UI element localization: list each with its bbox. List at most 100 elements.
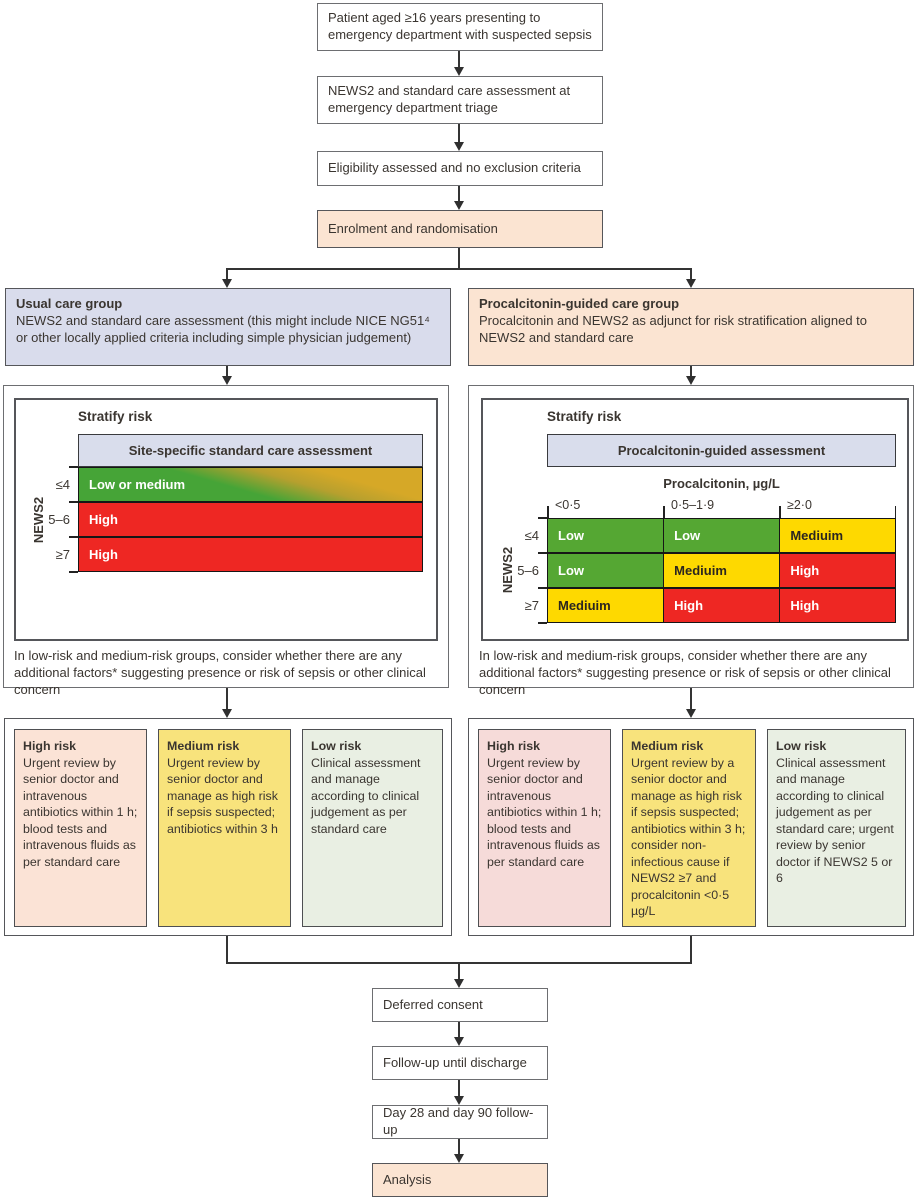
day-followup-text: Day 28 and day 90 follow-up xyxy=(383,1105,534,1137)
connector xyxy=(458,51,460,67)
usual-high-risk-box: High risk Urgent review by senior doctor… xyxy=(14,729,147,927)
patient-box: Patient aged ≥16 years presenting to eme… xyxy=(317,3,603,51)
tick xyxy=(663,506,665,518)
pct-cell-r0c0: Low xyxy=(548,519,663,553)
pct-panel-footnote: In low-risk and medium-risk groups, cons… xyxy=(479,648,891,697)
usual-stratify-inner-box: Stratify risk Site-specific standard car… xyxy=(14,398,438,641)
usual-medium-risk-title: Medium risk xyxy=(167,739,240,753)
tick xyxy=(894,506,896,518)
usual-outcomes-container: High risk Urgent review by senior doctor… xyxy=(4,718,452,936)
arrowhead-down-icon xyxy=(453,142,464,151)
tick xyxy=(69,536,78,538)
usual-table-header-band: Site-specific standard care assessment xyxy=(78,434,423,467)
pct-col-label-05-19: 0·5–1·9 xyxy=(671,498,715,512)
pct-low-risk-body: Clinical assessment and manage according… xyxy=(776,755,894,886)
usual-stratify-heading: Stratify risk xyxy=(78,409,153,424)
usual-care-group-description: NEWS2 and standard care assessment (this… xyxy=(16,312,430,345)
patient-box-text: Patient aged ≥16 years presenting to eme… xyxy=(328,10,592,42)
arrowhead-down-icon xyxy=(453,201,464,210)
pct-risk-matrix: Low Low Mediuim Low Mediuim High Mediuim… xyxy=(547,518,896,623)
usual-care-group-box: Usual care group NEWS2 and standard care… xyxy=(5,288,451,366)
pct-row-label-5-6: 5–6 xyxy=(517,563,539,578)
tick xyxy=(547,506,549,518)
tick xyxy=(69,501,78,503)
tick xyxy=(538,587,547,589)
connector xyxy=(458,248,460,268)
pct-low-risk-title: Low risk xyxy=(776,739,827,753)
connector xyxy=(458,1022,460,1037)
pct-axis-label-news2: NEWS2 xyxy=(500,546,515,594)
analysis-text: Analysis xyxy=(383,1171,432,1187)
assessment-box-text: NEWS2 and standard care assessment at em… xyxy=(328,83,571,115)
eligibility-box-text: Eligibility assessed and no exclusion cr… xyxy=(328,160,581,176)
pct-medium-risk-box: Medium risk Urgent review by a senior do… xyxy=(622,729,756,927)
pct-high-risk-box: High risk Urgent review by senior doctor… xyxy=(478,729,611,927)
connector xyxy=(226,688,228,709)
pct-cell-r1c2: High xyxy=(780,553,895,588)
usual-cell-low-or-medium: Low or medium xyxy=(79,468,422,502)
pct-stratify-inner-box: Stratify risk Procalcitonin-guided asses… xyxy=(481,398,909,641)
connector xyxy=(690,268,692,279)
usual-risk-table: Low or medium High High xyxy=(78,467,423,572)
deferred-consent-text: Deferred consent xyxy=(383,996,483,1012)
arrowhead-down-icon xyxy=(453,1154,464,1163)
usual-medium-risk-body: Urgent review by senior doctor and manag… xyxy=(167,755,278,836)
analysis-box: Analysis xyxy=(372,1163,548,1197)
connector xyxy=(226,936,228,964)
usual-high-risk-title: High risk xyxy=(23,739,77,753)
usual-care-group-title: Usual care group xyxy=(16,296,123,311)
enrolment-box-text: Enrolment and randomisation xyxy=(328,220,498,236)
usual-row-label-ge7: ≥7 xyxy=(55,547,70,562)
eligibility-box: Eligibility assessed and no exclusion cr… xyxy=(317,151,603,186)
usual-low-risk-body: Clinical assessment and manage according… xyxy=(311,755,421,836)
usual-panel-footnote: In low-risk and medium-risk groups, cons… xyxy=(14,648,426,697)
arrowhead-down-icon xyxy=(453,67,464,76)
pct-cell-r0c1: Low xyxy=(664,519,779,553)
assessment-box: NEWS2 and standard care assessment at em… xyxy=(317,76,603,124)
connector xyxy=(226,268,692,270)
arrowhead-down-icon xyxy=(685,709,696,718)
pct-high-risk-title: High risk xyxy=(487,739,541,753)
pct-col-label-ge20: ≥2·0 xyxy=(787,498,812,512)
followup-discharge-box: Follow-up until discharge xyxy=(372,1046,548,1080)
pct-care-group-description: Procalcitonin and NEWS2 as adjunct for r… xyxy=(479,312,868,345)
pct-stratify-panel: Stratify risk Procalcitonin-guided asses… xyxy=(468,385,914,697)
tick xyxy=(69,466,78,468)
pct-cell-r2c2: High xyxy=(780,588,895,622)
connector xyxy=(690,936,692,964)
pct-care-group-title: Procalcitonin-guided care group xyxy=(479,296,680,311)
tick xyxy=(538,517,547,519)
usual-cell-high-2: High xyxy=(79,537,422,571)
pct-cell-r1c1: Mediuim xyxy=(664,553,779,588)
connector xyxy=(458,962,460,979)
pct-table-header-band: Procalcitonin-guided assessment xyxy=(547,434,896,467)
arrowhead-down-icon xyxy=(453,1096,464,1105)
usual-row-label-le4: ≤4 xyxy=(55,477,70,492)
usual-high-risk-body: Urgent review by senior doctor and intra… xyxy=(23,755,138,869)
connector xyxy=(458,186,460,201)
usual-stratify-panel: Stratify risk Site-specific standard car… xyxy=(3,385,449,697)
followup-discharge-text: Follow-up until discharge xyxy=(383,1054,527,1070)
arrowhead-down-icon xyxy=(221,279,232,288)
pct-cell-r2c0: Mediuim xyxy=(548,588,663,622)
arrowhead-down-icon xyxy=(221,376,232,385)
pct-stratify-heading: Stratify risk xyxy=(547,409,622,424)
connector xyxy=(226,268,228,279)
usual-cell-high-1: High xyxy=(79,502,422,537)
pct-row-label-ge7: ≥7 xyxy=(524,598,539,613)
pct-cell-r1c0: Low xyxy=(548,553,663,588)
usual-low-risk-title: Low risk xyxy=(311,739,362,753)
usual-low-risk-box: Low risk Clinical assessment and manage … xyxy=(302,729,443,927)
pct-col-label-lt05: <0·5 xyxy=(555,498,581,512)
pct-high-risk-body: Urgent review by senior doctor and intra… xyxy=(487,755,602,869)
tick xyxy=(779,506,781,518)
usual-medium-risk-box: Medium risk Urgent review by senior doct… xyxy=(158,729,291,927)
tick xyxy=(538,622,547,624)
connector xyxy=(458,124,460,142)
pct-cell-r2c1: High xyxy=(664,588,779,622)
usual-row-label-5-6: 5–6 xyxy=(48,512,70,527)
arrowhead-down-icon xyxy=(685,279,696,288)
arrowhead-down-icon xyxy=(453,1037,464,1046)
arrowhead-down-icon xyxy=(685,376,696,385)
